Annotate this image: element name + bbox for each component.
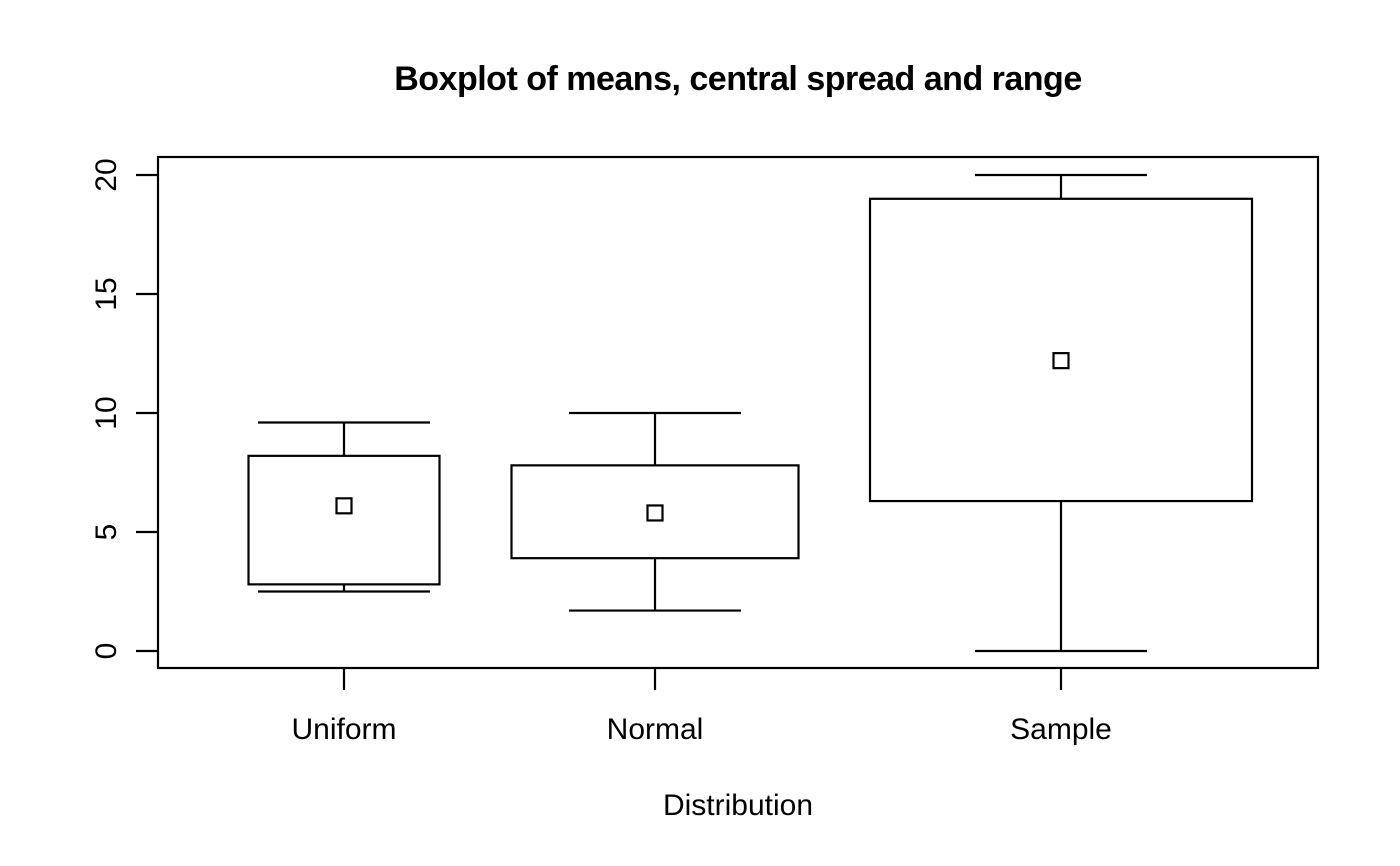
x-axis-label: Distribution xyxy=(662,789,814,822)
central-spread-box xyxy=(247,454,441,586)
box-group-sample xyxy=(868,173,1254,653)
x-tick-label: Uniform xyxy=(291,713,396,746)
mean-marker xyxy=(1052,352,1070,370)
x-tick-label: Sample xyxy=(1010,713,1112,746)
mean-marker xyxy=(646,504,664,522)
y-tick-label: 0 xyxy=(90,643,123,660)
x-tick-label: Normal xyxy=(607,713,704,746)
mean-marker xyxy=(335,497,353,515)
y-tick-label: 5 xyxy=(90,524,123,541)
box-group-normal xyxy=(510,411,800,612)
chart-title: Boxplot of means, central spread and ran… xyxy=(394,60,1082,98)
y-tick-label: 15 xyxy=(90,277,123,310)
y-tick-label: 10 xyxy=(90,396,123,429)
y-tick-label: 20 xyxy=(90,158,123,191)
central-spread-box xyxy=(868,197,1254,503)
box-group-uniform xyxy=(247,421,441,593)
